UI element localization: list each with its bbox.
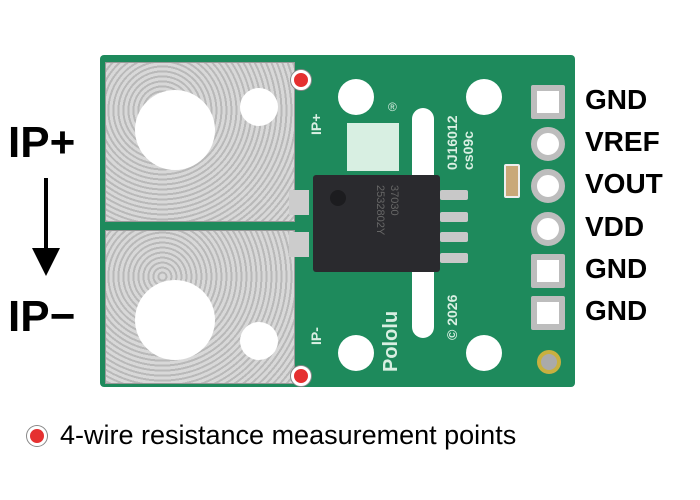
current-direction-arrow-icon — [32, 178, 60, 276]
chip-tab — [289, 232, 309, 257]
chip-tab — [289, 190, 309, 215]
legend-marker — [27, 426, 47, 446]
chip-marking-1: 37030 — [388, 185, 400, 216]
label-vdd: VDD — [585, 211, 645, 242]
pin-vdd — [531, 212, 565, 246]
pin-gnd-3 — [531, 296, 565, 330]
pin-gnd-2 — [531, 254, 565, 288]
silk-ip-plus: IP+ — [308, 113, 324, 135]
legend-text: 4-wire resistance measurement points — [60, 420, 517, 450]
silk-brand: Pololu — [380, 310, 402, 372]
pin-vref — [531, 127, 565, 161]
silk-ip-minus: IP- — [308, 327, 324, 345]
hole — [466, 335, 502, 371]
label-ip-plus: IP+ — [8, 118, 76, 167]
hole — [338, 335, 374, 371]
chip-lead — [440, 190, 468, 200]
hole — [338, 79, 374, 115]
chip-lead — [440, 212, 468, 222]
chip-marking-2: 2532802Y — [374, 185, 386, 236]
label-gnd-1: GND — [585, 84, 648, 115]
capacitor — [504, 164, 520, 198]
silk-copyright: © 2026 — [444, 294, 460, 340]
label-vref: VREF — [585, 126, 660, 157]
silk-part: 0J16012 — [444, 115, 460, 170]
silk-rev: cs09c — [460, 131, 476, 170]
hole — [240, 322, 278, 360]
registered-mark: ® — [388, 100, 397, 114]
pin-gnd-1 — [531, 85, 565, 119]
label-vout: VOUT — [585, 168, 663, 199]
label-gnd-3: GND — [585, 295, 648, 326]
mounting-hole — [135, 280, 215, 360]
pin-vout — [531, 169, 565, 203]
mounting-hole — [135, 90, 215, 170]
chip-lead — [440, 232, 468, 242]
measurement-point — [291, 70, 311, 90]
chip-lead — [440, 253, 468, 263]
measurement-point — [291, 366, 311, 386]
label-gnd-2: GND — [585, 253, 648, 284]
hole — [466, 79, 502, 115]
hole — [240, 88, 278, 126]
pololu-logo — [347, 123, 399, 171]
fiducial — [537, 350, 561, 374]
label-ip-minus: IP− — [8, 292, 76, 341]
pin1-dot — [330, 190, 346, 206]
